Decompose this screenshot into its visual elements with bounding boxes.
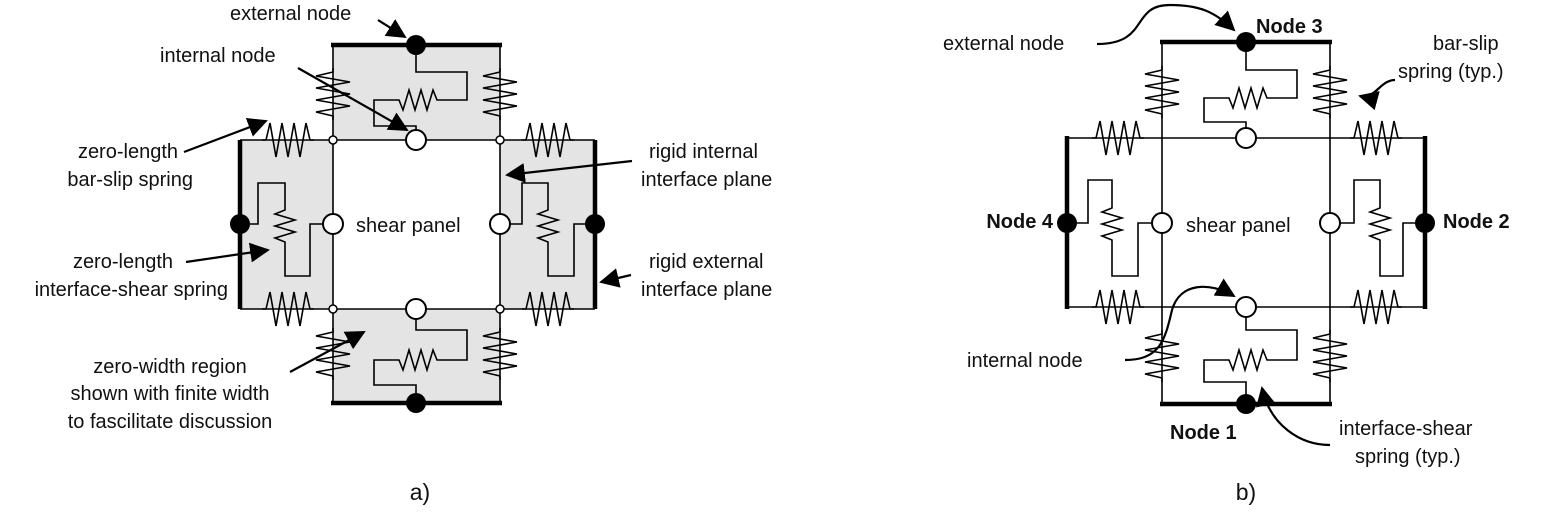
label-bar-slip-spring: bar-slip spring <box>67 169 193 191</box>
label-interface-shear-b2: spring (typ.) <box>1355 446 1461 468</box>
bar-slip-spring <box>1312 330 1348 382</box>
internal-node-right <box>1319 212 1341 234</box>
label-node-3: Node 3 <box>1256 16 1323 38</box>
internal-node-top <box>405 129 427 151</box>
label-external-node-b: external node <box>943 33 1064 55</box>
interface-shear-spring-left <box>240 182 333 277</box>
bar-slip-spring <box>262 291 314 327</box>
bar-slip-spring <box>482 328 518 380</box>
node-4 <box>1057 213 1077 233</box>
bar-slip-spring <box>315 328 351 380</box>
external-node-top <box>406 35 426 55</box>
internal-node-bottom <box>1235 296 1257 318</box>
panel-b: external node Node 3 bar-slip spring (ty… <box>943 3 1510 505</box>
internal-node-top <box>1235 127 1257 149</box>
corner-nodes <box>328 135 505 314</box>
label-zero-width-1: zero-width region <box>93 356 246 378</box>
bar-slip-spring <box>1350 289 1402 325</box>
panel-b-shear-spring-left <box>1067 179 1162 277</box>
label-node-4: Node 4 <box>986 211 1054 233</box>
node-3 <box>1236 32 1256 52</box>
internal-node-bottom <box>405 298 427 320</box>
label-node-1: Node 1 <box>1170 422 1237 444</box>
label-zero-length-shear: zero-length <box>73 251 173 273</box>
label-node-2: Node 2 <box>1443 211 1510 233</box>
internal-node-left <box>1151 212 1173 234</box>
node-1 <box>1236 394 1256 414</box>
label-zero-width-3: to fascilitate discussion <box>68 411 273 433</box>
panel-b-bar-slip-vertical <box>1144 66 1348 382</box>
bar-slip-spring <box>262 122 314 158</box>
bar-slip-spring <box>482 68 518 120</box>
external-node-bottom <box>406 393 426 413</box>
panel-b-bar-slip-horizontal <box>1092 120 1402 325</box>
caption-a: a) <box>410 479 430 505</box>
bar-slip-spring <box>315 68 351 120</box>
bar-slip-spring <box>1092 120 1144 156</box>
bar-slip-spring <box>522 291 574 327</box>
bar-slip-spring <box>1312 66 1348 118</box>
bar-slip-spring <box>1144 66 1180 118</box>
label-bar-slip-b2: spring (typ.) <box>1398 61 1504 83</box>
bar-slip-springs-horizontal <box>262 122 574 327</box>
panel-b-shear-spring-top <box>1203 42 1298 138</box>
panel-a: external node internal node zero-length … <box>35 3 773 505</box>
bar-slip-springs-vertical <box>315 68 518 380</box>
external-node-left <box>230 214 250 234</box>
label-shear-panel: shear panel <box>356 215 461 237</box>
external-node-right <box>585 214 605 234</box>
label-external-node: external node <box>230 3 351 25</box>
bar-slip-spring <box>522 122 574 158</box>
label-zero-width-2: shown with finite width <box>71 383 270 405</box>
label-shear-panel-b: shear panel <box>1186 215 1291 237</box>
label-bar-slip-b1: bar-slip <box>1433 33 1499 55</box>
label-zero-length-bar: zero-length <box>78 141 178 163</box>
label-interface-shear-spring: interface-shear spring <box>35 279 228 301</box>
node-2 <box>1415 213 1435 233</box>
label-internal-node: internal node <box>160 45 276 67</box>
caption-b: b) <box>1236 479 1256 505</box>
panel-b-shear-spring-right <box>1330 179 1425 277</box>
label-rigid-external-plane: interface plane <box>641 279 772 301</box>
panel-b-shear-spring-bottom <box>1203 307 1298 404</box>
label-rigid-internal-plane: interface plane <box>641 169 772 191</box>
panel-b-arrows <box>1096 3 1396 447</box>
label-rigid-internal: rigid internal <box>649 141 758 163</box>
label-rigid-external: rigid external <box>649 251 764 273</box>
interface-shear-spring-bottom <box>373 309 468 403</box>
bar-slip-spring <box>1092 289 1144 325</box>
bar-slip-spring <box>1350 120 1402 156</box>
label-interface-shear-b1: interface-shear <box>1339 418 1473 440</box>
internal-node-left <box>322 213 344 235</box>
internal-node-right <box>489 213 511 235</box>
label-internal-node-b: internal node <box>967 350 1083 372</box>
interface-shear-spring-right <box>500 182 595 277</box>
bar-slip-spring <box>1144 330 1180 382</box>
panel-a-arrows <box>183 19 633 373</box>
